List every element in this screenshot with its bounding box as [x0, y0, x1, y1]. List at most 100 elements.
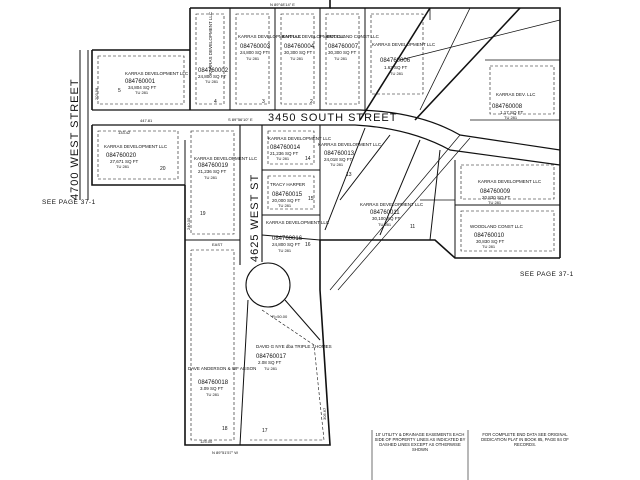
lot-lines-north: [189, 7, 560, 121]
svg-text:084760004: 084760004: [284, 44, 315, 50]
svg-text:KARRAS DEVELOPMENT LLC: KARRAS DEVELOPMENT LLC: [238, 34, 302, 39]
parcel-084760011: KARRAS DEVELOPMENT LLC 084760011 30,100 …: [360, 202, 424, 230]
svg-text:084760013: 084760013: [324, 151, 355, 157]
svg-text:21,236 SQ FT: 21,236 SQ FT: [198, 169, 227, 174]
svg-text:KARRAS DEVELOPMENT LLC: KARRAS DEVELOPMENT LLC: [125, 71, 189, 76]
svg-text:084760019: 084760019: [198, 163, 229, 169]
street-label-cul-de-sac: 4625 WEST ST: [249, 174, 261, 262]
svg-text:TU 281: TU 281: [378, 222, 392, 227]
dim-depth-b: 203.98: [94, 87, 99, 100]
svg-text:15: 15: [308, 196, 314, 202]
note-easement-box: 10' UTILITY & DRAINAGE EASEMENTS EACH SI…: [374, 432, 466, 452]
parcel-084760015: TRACY HARPER 084760015 20,000 SQ FT TU 2…: [270, 182, 314, 208]
svg-text:TU 281: TU 281: [488, 200, 502, 205]
note-easement: 10' UTILITY & DRAINAGE EASEMENTS EACH SI…: [374, 432, 466, 452]
svg-text:3: 3: [262, 99, 265, 105]
bearing-south-street: S 89°56'10" E: [228, 117, 253, 122]
svg-text:KARRAS DEVELOPMENT LLC: KARRAS DEVELOPMENT LLC: [266, 220, 330, 225]
parcel-084760008: KARRAS DEV. LLC 084760008 1.17 SQ FT TU …: [492, 92, 536, 120]
parcel-084760003: KARRAS DEVELOPMENT LLC 084760003 24,800 …: [238, 34, 302, 105]
parcel-084760013: KARRAS DEVELOPMENT LLC 084760013 24,018 …: [318, 142, 382, 178]
svg-text:24,800 SQ FT: 24,800 SQ FT: [240, 50, 269, 55]
svg-text:17: 17: [262, 428, 268, 434]
parcel-084760004: KARRAS DEVELOPMENT LLC 084760004 30,300 …: [282, 34, 346, 105]
dim-frontage-a: 447.81: [140, 118, 153, 123]
dim-depth-c: 305.67: [322, 407, 327, 420]
bearing-top: N 89°48'14" E: [270, 2, 295, 7]
parcel-084760018: DAVE ANDERSON & WF ALISON 084760018 3.09…: [188, 366, 256, 432]
bearing-east: EAST: [212, 242, 223, 247]
svg-text:18: 18: [222, 426, 228, 432]
svg-text:KARRAS DEVELOPMENT LLC: KARRAS DEVELOPMENT LLC: [268, 136, 332, 141]
svg-text:TU 281: TU 281: [135, 90, 149, 95]
svg-text:084760017: 084760017: [256, 354, 287, 360]
svg-text:KARRAS DEVELOPMENT LLC: KARRAS DEVELOPMENT LLC: [318, 142, 382, 147]
svg-text:TU 281: TU 281: [290, 56, 304, 61]
svg-text:24,018 SQ FT: 24,018 SQ FT: [324, 157, 353, 162]
svg-text:TU 281: TU 281: [330, 162, 344, 167]
svg-text:1.17 SQ FT: 1.17 SQ FT: [500, 110, 524, 115]
svg-text:TU 281: TU 281: [278, 203, 292, 208]
svg-text:KARRAS DEVELOPMENT LLC: KARRAS DEVELOPMENT LLC: [282, 34, 346, 39]
parcel-084760016: KARRAS DEVELOPMENT LLC 084760016 24,800 …: [266, 220, 330, 253]
note-brackets: [371, 430, 469, 480]
parcel-084760014: KARRAS DEVELOPMENT LLC 084760014 21,236 …: [268, 136, 332, 162]
subdivision-boundary: [91, 0, 561, 446]
svg-text:4: 4: [214, 99, 217, 105]
svg-text:KARRAS DEVELOPMENT LLC: KARRAS DEVELOPMENT LLC: [208, 11, 213, 75]
svg-text:KARRAS DEVELOPMENT LLC: KARRAS DEVELOPMENT LLC: [372, 42, 436, 47]
svg-text:20,830 SQ FT: 20,830 SQ FT: [482, 195, 511, 200]
svg-text:DAVID G NYE dba TRIPLE J HOME: DAVID G NYE dba TRIPLE J HOMES: [256, 344, 332, 349]
canal-lines: [329, 19, 561, 291]
see-page-left: SEE PAGE 37-1: [42, 199, 96, 206]
svg-text:TU 281: TU 281: [116, 164, 130, 169]
svg-text:084760008: 084760008: [492, 104, 523, 110]
svg-text:TU 281: TU 281: [482, 244, 496, 249]
svg-text:TU 281: TU 281: [276, 156, 290, 161]
see-page-right: SEE PAGE 37-1: [520, 271, 574, 278]
svg-text:16: 16: [305, 242, 311, 248]
svg-text:084760014: 084760014: [270, 145, 301, 151]
svg-text:084760009: 084760009: [480, 189, 511, 195]
easement-lines-north: [97, 13, 555, 115]
svg-text:30,100 SQ FT: 30,100 SQ FT: [372, 216, 401, 221]
dim-depth-a: 240.00: [186, 217, 191, 230]
easement-lines-south: [97, 130, 555, 441]
svg-text:1.63 SQ FT: 1.63 SQ FT: [384, 65, 408, 70]
svg-text:KARRAS DEVELOPMENT LLC: KARRAS DEVELOPMENT LLC: [104, 144, 168, 149]
parcel-084760017: DAVID G NYE dba TRIPLE J HOMES 084760017…: [256, 344, 332, 434]
svg-text:084760001: 084760001: [125, 79, 156, 85]
dim-frontage-b: 133.42: [118, 130, 131, 135]
parcel-084760006: KARRAS DEVELOPMENT LLC 084760006 1.63 SQ…: [372, 42, 436, 76]
svg-text:30,830 SQ FT: 30,830 SQ FT: [476, 239, 505, 244]
parcel-084760002: KARRAS DEVELOPMENT LLC 084760002 24,800 …: [198, 11, 229, 105]
west-street-band: [79, 50, 89, 200]
cul-de-sac: [239, 125, 291, 308]
svg-text:TRACY HARPER: TRACY HARPER: [270, 182, 306, 187]
svg-text:TU 281: TU 281: [278, 248, 292, 253]
svg-text:WOODLAND CONST LLC: WOODLAND CONST LLC: [470, 224, 524, 229]
svg-text:20: 20: [160, 166, 166, 172]
svg-text:084760015: 084760015: [272, 192, 303, 198]
svg-text:TU 281: TU 281: [206, 392, 220, 397]
note-reference-box: FOR COMPLETE END DATA SEE ORIGINAL DEDIC…: [481, 432, 569, 447]
bearing-bottom: N 89°51'57" W: [212, 450, 238, 455]
svg-text:3.09 SQ FT: 3.09 SQ FT: [200, 386, 224, 391]
svg-text:KARRAS DEV. LLC: KARRAS DEV. LLC: [496, 92, 536, 97]
svg-text:084760007: 084760007: [328, 44, 359, 50]
svg-text:KARRAS DEVELOPMENT LLC: KARRAS DEVELOPMENT LLC: [478, 179, 542, 184]
svg-text:084760003: 084760003: [240, 44, 271, 50]
svg-text:084760006: 084760006: [380, 58, 411, 64]
svg-text:084760020: 084760020: [106, 153, 137, 159]
parcel-084760019: KARRAS DEVELOPMENT LLC 084760019 21,236 …: [194, 156, 258, 217]
svg-text:WOODLAND CONST LLC: WOODLAND CONST LLC: [326, 34, 380, 39]
parcel-084760009: KARRAS DEVELOPMENT LLC 084760009 20,830 …: [478, 179, 542, 205]
svg-text:24,800 SQ FT: 24,800 SQ FT: [198, 74, 227, 79]
svg-text:084760016: 084760016: [272, 236, 303, 242]
svg-text:084760002: 084760002: [198, 68, 229, 74]
svg-text:TU 281: TU 281: [246, 56, 260, 61]
svg-text:30,300 SQ FT: 30,300 SQ FT: [284, 50, 313, 55]
svg-text:TU 281: TU 281: [504, 115, 518, 120]
svg-text:TU 281: TU 281: [205, 79, 219, 84]
